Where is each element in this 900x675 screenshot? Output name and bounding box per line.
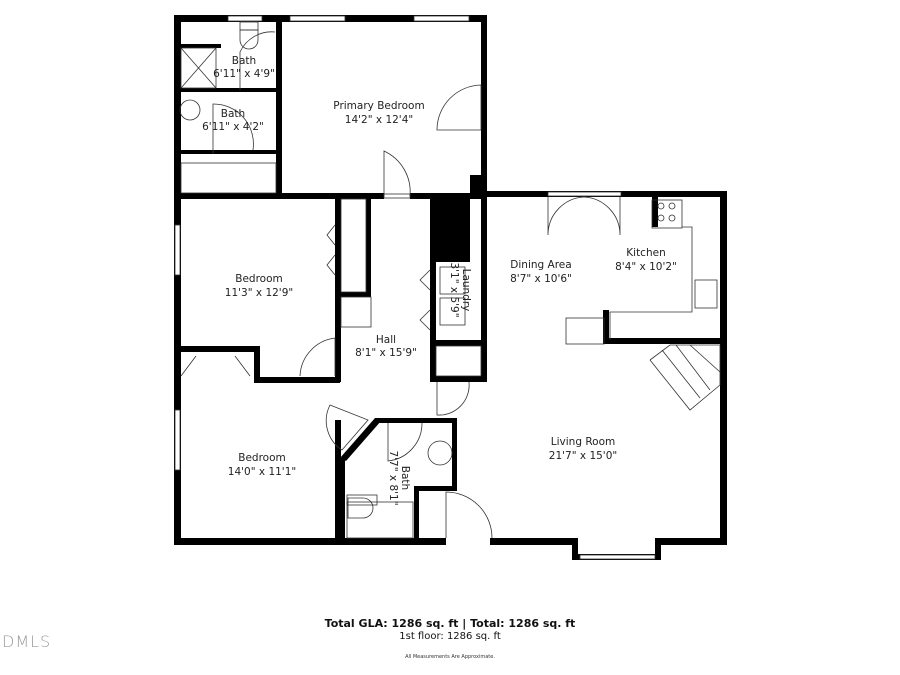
bath2-size: 6'11" x 4'2" [202, 121, 264, 133]
stairs [649, 344, 721, 411]
windows [174, 15, 656, 560]
dining-size: 8'7" x 10'6" [510, 273, 572, 285]
total-area: Total GLA: 1286 sq. ft | Total: 1286 sq.… [324, 617, 576, 630]
doors [180, 31, 621, 539]
bedroom2-name: Bedroom [238, 452, 286, 464]
bath1-size: 6'11" x 4'9" [213, 68, 275, 80]
living-name: Living Room [551, 436, 615, 448]
dining-name: Dining Area [510, 259, 571, 271]
bath1-name: Bath [232, 55, 256, 67]
laundry-size: 3'1" x 5'9" [448, 262, 460, 317]
bedroom2-size: 14'0" x 11'1" [228, 466, 296, 478]
bath3-name: Bath [399, 466, 411, 490]
laundry-name: Laundry [460, 269, 472, 312]
kitchen-size: 8'4" x 10'2" [615, 261, 677, 273]
bedroom1-name: Bedroom [235, 273, 283, 285]
primary-bedroom-size: 14'2" x 12'4" [345, 114, 413, 126]
bath2-name: Bath [221, 108, 245, 120]
bedroom1-size: 11'3" x 12'9" [225, 287, 293, 299]
hall-name: Hall [376, 334, 396, 346]
room-labels: Bath 6'11" x 4'9" Bath 6'11" x 4'2" Prim… [202, 55, 677, 506]
fixtures [179, 21, 721, 539]
disclaimer: All Measurements Are Approximate. [405, 654, 495, 660]
hall-size: 8'1" x 15'9" [355, 347, 417, 359]
floor-area: 1st floor: 1286 sq. ft [399, 631, 501, 642]
mls-logo: DMLS [2, 632, 52, 651]
bath3-size: 7'7" x 8'1" [387, 450, 399, 505]
living-size: 21'7" x 15'0" [549, 450, 617, 462]
kitchen-name: Kitchen [626, 247, 665, 259]
primary-bedroom-name: Primary Bedroom [333, 100, 424, 112]
